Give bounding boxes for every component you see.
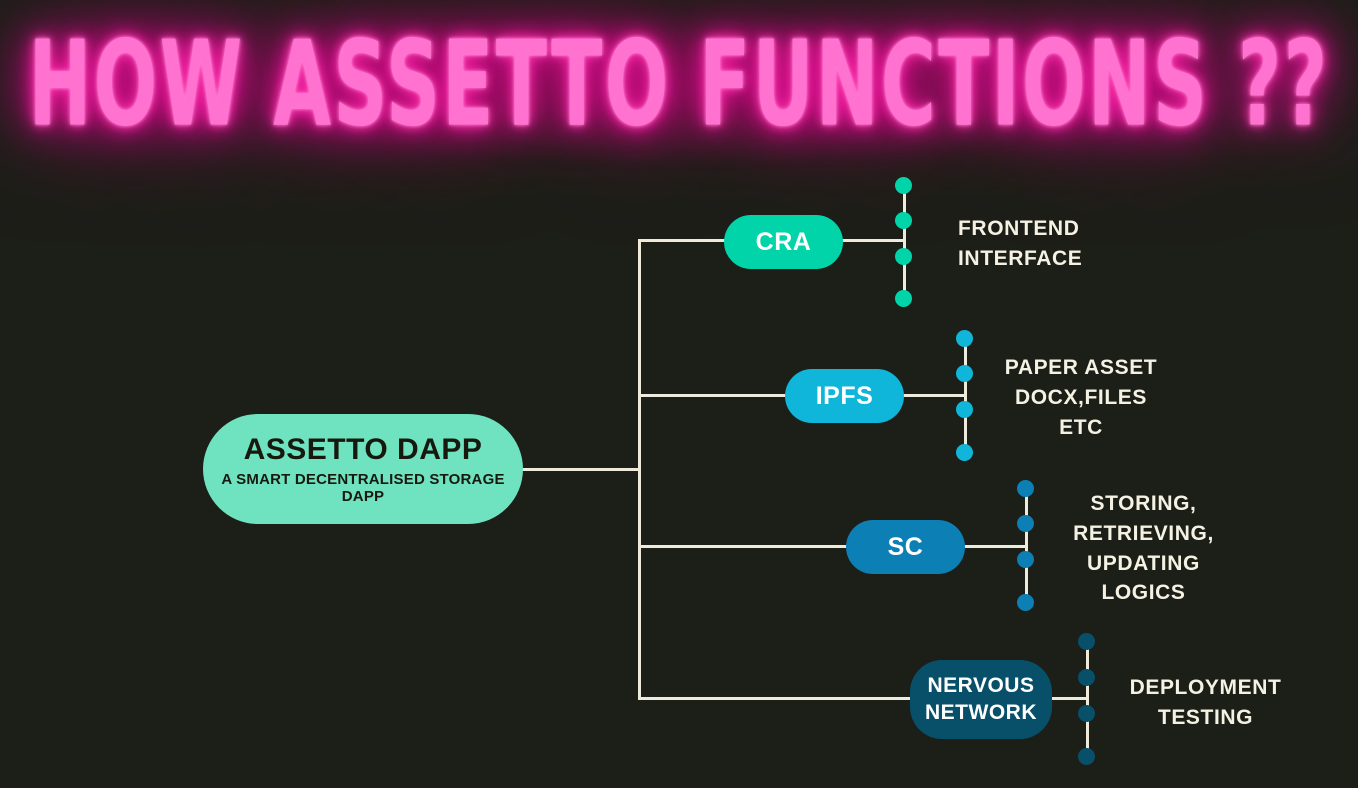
dot-cra-2 (895, 212, 912, 229)
description-nervous-network: DEPLOYMENT TESTING (1129, 676, 1282, 729)
connector-root-stub (520, 468, 641, 471)
node-ipfs-label: IPFS (815, 381, 874, 410)
dot-stem-ipfs-lower (964, 411, 967, 457)
dot-ipfs-1 (956, 330, 973, 347)
node-root-title: ASSETTO DAPP (243, 433, 483, 466)
node-sc-label: SC (887, 532, 924, 561)
node-ipfs[interactable]: IPFS (785, 369, 904, 423)
connector-sc-to-dots (960, 545, 1028, 548)
node-sc[interactable]: SC (846, 520, 965, 574)
dot-sc-1 (1017, 480, 1034, 497)
dot-cra-1 (895, 177, 912, 194)
connector-ipfs-to-dots (899, 394, 967, 397)
node-assetto-dapp[interactable]: ASSETTO DAPP A SMART DECENTRALISED STORA… (203, 414, 523, 524)
node-cra-label: CRA (755, 227, 812, 256)
node-nervous-network-label: NERVOUS NETWORK (925, 674, 1037, 724)
title-container: HOW ASSETTO FUNCTIONS ?? (0, 4, 1358, 174)
dot-cra-3 (895, 248, 912, 265)
dot-nervous-network-2 (1078, 669, 1095, 686)
dot-stem-cra-lower (903, 258, 906, 303)
description-cra: FRONTEND INTERFACE (958, 217, 1083, 270)
title-glow (90, 4, 1270, 174)
dot-nervous-network-1 (1078, 633, 1095, 650)
dot-nervous-network-3 (1078, 705, 1095, 722)
dot-ipfs-2 (956, 365, 973, 382)
description-ipfs: PAPER ASSET DOCX,FILES ETC (1004, 356, 1158, 439)
dot-sc-2 (1017, 515, 1034, 532)
connector-branch-cra (638, 239, 730, 242)
dot-stem-nervous-network-lower (1086, 714, 1089, 760)
connector-nervous-network-to-dots (1046, 697, 1089, 700)
dot-stem-sc-lower (1025, 561, 1028, 607)
connector-branch-ipfs (638, 394, 790, 397)
connector-spine (638, 239, 641, 700)
page-title: HOW ASSETTO FUNCTIONS ?? (28, 15, 1330, 153)
dot-ipfs-3 (956, 401, 973, 418)
node-root-subtitle: A SMART DECENTRALISED STORAGE DAPP (221, 471, 505, 505)
description-sc: STORING, RETRIEVING, UPDATING LOGICS (1073, 492, 1214, 605)
connector-branch-sc (638, 545, 851, 548)
connector-branch-nervous-network (638, 697, 915, 700)
dot-sc-4 (1017, 594, 1034, 611)
connector-cra-to-dots (838, 239, 906, 242)
dot-nervous-network-4 (1078, 748, 1095, 765)
dot-ipfs-4 (956, 444, 973, 461)
node-cra[interactable]: CRA (724, 215, 843, 269)
dot-cra-4 (895, 290, 912, 307)
dot-sc-3 (1017, 551, 1034, 568)
node-nervous-network[interactable]: NERVOUS NETWORK (910, 660, 1052, 739)
